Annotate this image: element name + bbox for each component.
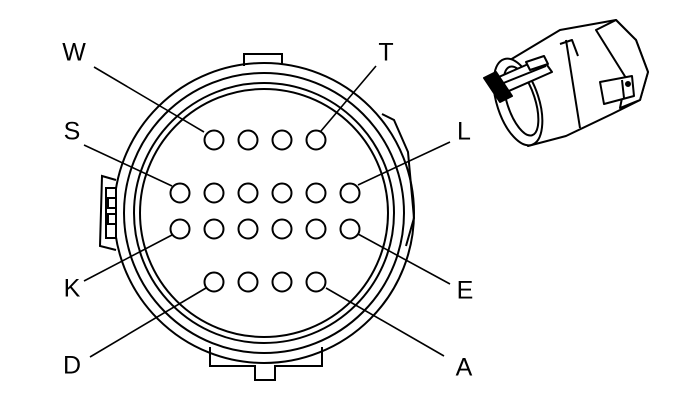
leader-E (357, 233, 451, 285)
leader-lines (83, 65, 451, 358)
leader-D (89, 287, 207, 358)
connector-perspective-view (483, 19, 649, 147)
pin-cavity (339, 218, 361, 240)
pin-cavity (271, 182, 293, 204)
right-latch (381, 113, 416, 247)
pin-cavity (237, 129, 259, 151)
pin-cavity (203, 182, 225, 204)
pin-field (139, 88, 389, 338)
leader-W (93, 66, 205, 133)
left-latch-tab (98, 174, 117, 251)
pin-label-E: E (457, 277, 474, 305)
pin-label-K: K (64, 275, 81, 303)
leader-S (83, 144, 173, 187)
pin-cavity (305, 129, 327, 151)
leader-L (357, 141, 451, 186)
pin-label-S: S (64, 118, 81, 146)
pin-cavity (339, 182, 361, 204)
connector-face (98, 53, 416, 381)
pin-cavity (237, 218, 259, 240)
pin-cavity (237, 271, 259, 293)
leader-K (83, 234, 173, 282)
pin-cavity (169, 182, 191, 204)
pin-cavity (271, 129, 293, 151)
pin-cavity (271, 218, 293, 240)
pin-label-D: D (63, 352, 81, 380)
pin-label-W: W (62, 39, 86, 67)
top-key (243, 53, 283, 66)
pin-label-L: L (457, 118, 471, 146)
pin-cavity (203, 129, 225, 151)
leader-T (320, 65, 377, 132)
pin-cavity (237, 182, 259, 204)
bottom-key (209, 347, 323, 381)
pin-cavity (271, 271, 293, 293)
pin-cavity (305, 271, 327, 293)
pin-cavity (169, 218, 191, 240)
pin-cavity (305, 218, 327, 240)
pin-labels: W T S L K E D A (62, 39, 473, 382)
pin-label-A: A (456, 354, 473, 382)
pin-cavity (305, 182, 327, 204)
pin-cavities (169, 129, 361, 293)
pin-label-T: T (378, 39, 393, 67)
leader-A (325, 287, 445, 357)
pin-cavity (203, 218, 225, 240)
pin-cavity (203, 271, 225, 293)
